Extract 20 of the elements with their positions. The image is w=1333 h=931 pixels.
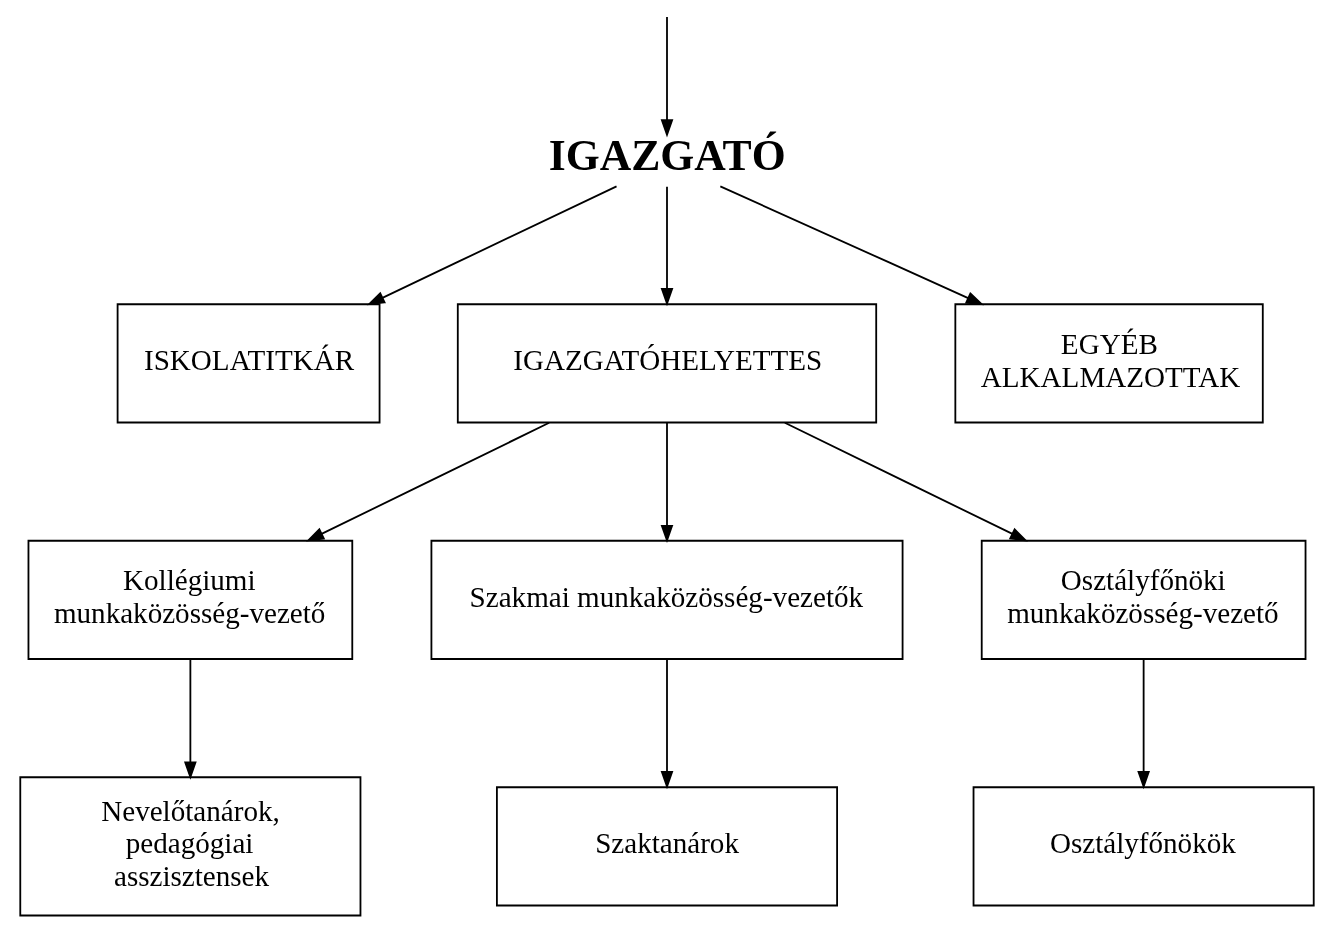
arrow: [783, 421, 1028, 542]
node-box: Szakmai munkaközösség-vezetők: [430, 539, 903, 660]
node-box: Szaktanárok: [495, 786, 838, 907]
arrow: [183, 658, 197, 780]
arrow: [305, 421, 550, 542]
node-box: ISKOLATITKÁR: [116, 303, 380, 424]
node-text: IGAZGATÓ: [548, 130, 786, 179]
arrow: [1136, 658, 1150, 790]
node-box: EGYÉB ALKALMAZOTTAK: [953, 303, 1264, 424]
node-box: IGAZGATÓHELYETTES: [456, 303, 877, 424]
node-box: Osztályfőnökök: [972, 786, 1315, 907]
arrow: [718, 185, 984, 306]
node-box: Nevelőtanárok, pedagógiai asszisztensek: [18, 776, 361, 917]
node-box: Osztályfőnöki munkaközösség-vezető: [980, 539, 1306, 660]
arrow: [660, 658, 673, 790]
arrow: [366, 185, 617, 306]
arrow: [660, 16, 673, 138]
node-box: Kollégiumi munkaközösség-vezető: [27, 539, 353, 660]
arrow: [660, 421, 673, 544]
arrow: [660, 185, 673, 307]
